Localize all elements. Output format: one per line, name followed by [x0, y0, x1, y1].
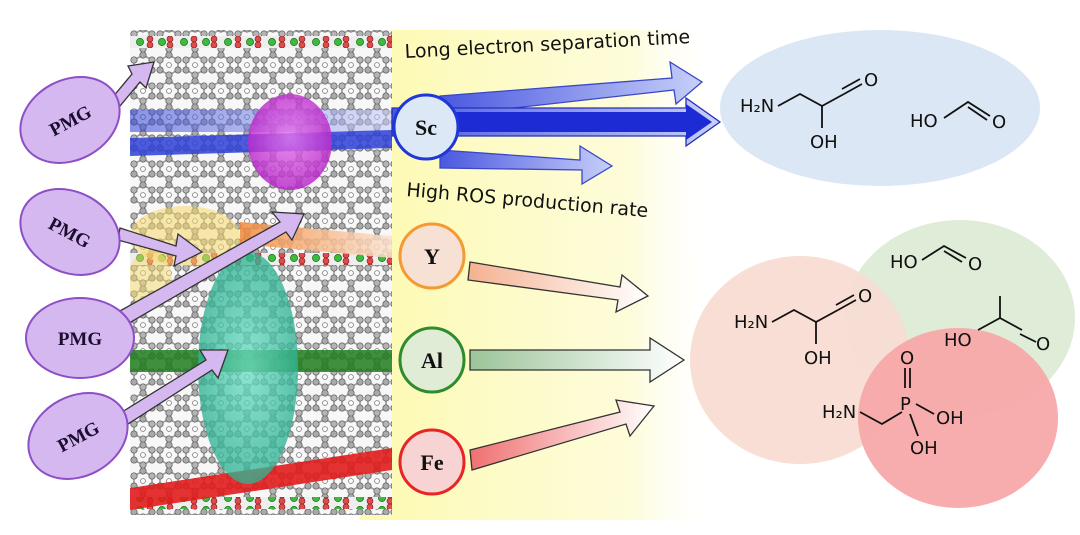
metal-al-label: Al: [421, 348, 443, 373]
metal-al: Al: [398, 326, 466, 394]
magenta-orbital: [248, 94, 332, 190]
metal-sc: Sc: [392, 93, 460, 161]
metal-fe: Fe: [398, 428, 466, 496]
pmg-bubble-4: PMG: [27, 392, 129, 480]
acetic-oxo-label: O: [1036, 334, 1050, 355]
metal-y-label: Y: [424, 244, 440, 269]
ampa-hydroxyl-label-2: OH: [910, 438, 938, 459]
formic-oxo-label: O: [992, 112, 1006, 133]
y-output-arrow: [467, 261, 650, 314]
glycine-oxo-label: O: [864, 70, 878, 91]
ampa-oxo-label: O: [900, 348, 914, 369]
glycine-amine-label-2: H₂N: [734, 312, 768, 333]
metal-y: Y: [398, 222, 466, 290]
pmg-input-arrows: [111, 61, 305, 425]
teal-orbital: [198, 252, 298, 484]
ampa-hydroxyl-label-1: OH: [936, 408, 964, 429]
mof-structure: [130, 30, 392, 515]
glycine-hydroxyl-label: OH: [810, 132, 838, 153]
metal-sc-label: Sc: [415, 115, 437, 140]
ampa-phosphorus-label: P: [900, 394, 911, 415]
metal-fe-label: Fe: [420, 450, 443, 475]
formic-hydroxyl-label-2: HO: [890, 252, 918, 273]
ampa-amine-label: H₂N: [822, 402, 856, 423]
acetic-hydroxyl-label: HO: [944, 330, 972, 351]
glycine-oxo-label-2: O: [858, 286, 872, 307]
al-output-arrow: [469, 336, 686, 384]
pmg-bubble-2: PMG: [19, 188, 121, 276]
mixed-products: HO O HO O H₂N O OH H₂N O P OH OH: [690, 220, 1075, 508]
fe-output-arrow: [469, 399, 656, 471]
sc-output-arrows: [391, 60, 722, 186]
glycine-amine-label: H₂N: [740, 96, 774, 117]
formic-hydroxyl-label: HO: [910, 111, 938, 132]
glycine-hydroxyl-label-2: OH: [804, 348, 832, 369]
pmg-bubble-3: PMG: [25, 297, 135, 379]
formic-oxo-label-2: O: [968, 254, 982, 275]
pmg-label: PMG: [58, 329, 103, 350]
pmg-bubble-1: PMG: [19, 76, 121, 164]
sc-products: H₂N O OH HO O: [720, 30, 1040, 186]
